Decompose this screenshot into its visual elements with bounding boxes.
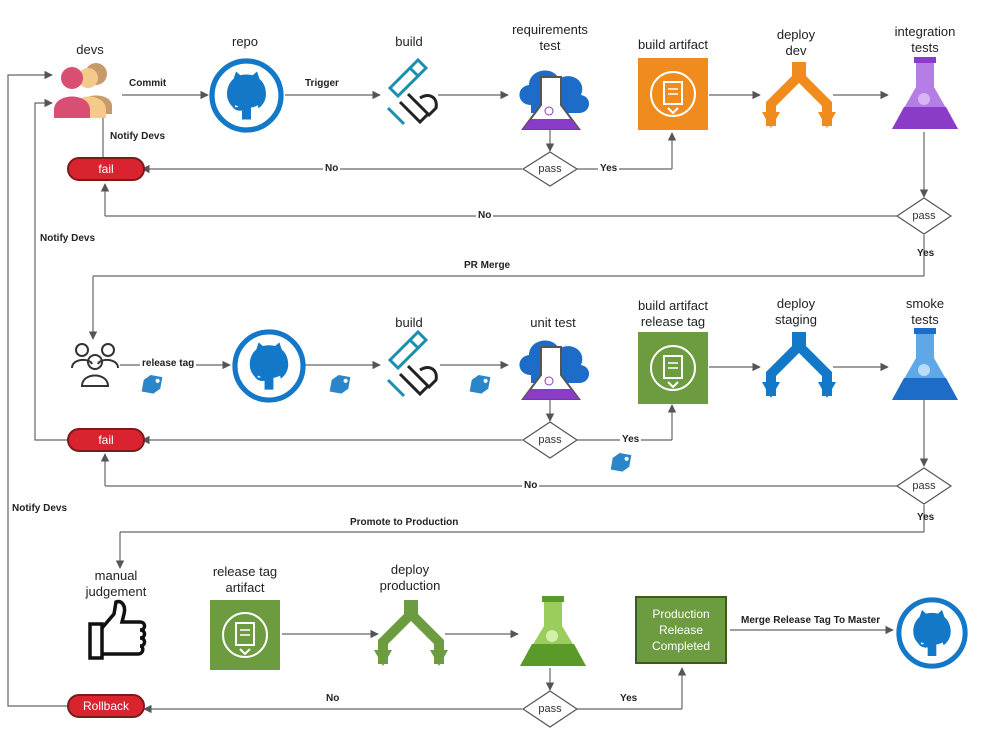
devs-label: devs [76,42,104,57]
requirements-test-line2: test [539,38,561,53]
deploy-production-line1: deploy [390,562,430,577]
no-label: No [476,210,494,222]
thumbs-up-icon [88,599,147,660]
integration-tests-line2: tests [911,40,939,55]
devs-icon [54,63,112,118]
repo-label: repo [231,34,259,49]
deploy-icon [762,62,836,128]
deploy-icon [762,332,836,398]
pass-label: pass [538,703,562,715]
build-tools-icon [386,57,438,126]
promote-label: Promote to Production [348,517,461,529]
pr-merge-label: PR Merge [462,260,513,272]
deploy-dev-line1: deploy [776,27,816,42]
manual-judgement-line1: manual [94,568,138,583]
production-release-box: Production Release Completed [635,596,727,664]
build-label: build [395,315,423,330]
tag-icon [466,374,494,396]
github-repo-icon [899,600,965,666]
build-artifact-label: build artifact [637,37,709,52]
deploy-production-line2: production [379,578,441,593]
artifact-icon [638,58,708,130]
release-tag-artifact-line2: artifact [225,580,265,595]
yes-label: Yes [917,248,935,259]
requirements-test-label: requirements test [500,22,600,54]
release-tag-artifact-line1: release tag [212,564,278,579]
notify-devs-label: Notify Devs [40,233,96,244]
production-release-text: Production Release Completed [651,607,711,653]
decision-diamond [895,197,953,235]
tag-icon [607,452,635,474]
smoke-tests-line1: smoke [905,296,945,311]
row3-edges [143,625,894,714]
requirements-test-line1: requirements [512,22,588,37]
flask-icon [892,57,958,129]
rollback-node: Rollback [67,694,145,718]
yes-label: Yes [620,693,638,704]
integration-tests-line1: integration [894,24,956,39]
commit-label: Commit [129,78,167,89]
release-tag-artifact-label: release tag artifact [200,564,290,596]
flask-icon [519,340,590,400]
smoke-tests-label: smoke tests [895,296,955,328]
yes-label: Yes [620,434,642,446]
pass-label: pass [538,163,562,175]
integration-tests-label: integration tests [880,24,970,56]
github-repo-icon [212,61,281,130]
build-artifact-release-tag-label: build artifact release tag [623,298,723,330]
flask-icon [519,70,590,130]
trigger-label: Trigger [305,78,339,89]
row2-edges [100,360,929,569]
merge-release-label: Merge Release Tag To Master [741,615,881,626]
deploy-production-label: deploy production [370,562,450,594]
build-artifact-release-tag-line1: build artifact [637,298,709,313]
build-artifact-release-tag-line2: release tag [640,314,706,329]
smoke-tests-line2: tests [911,312,939,327]
pass-label: pass [538,434,562,446]
artifact-icon [210,600,280,670]
no-label: No [323,163,341,175]
yes-label: Yes [917,512,935,523]
notify-devs-label: Notify Devs [110,131,166,142]
pass-label: pass [912,210,936,222]
fail-node: fail [67,428,145,452]
flask-icon [520,596,586,666]
deploy-staging-line1: deploy [776,296,816,311]
github-repo-icon [235,332,303,400]
build-label: build [395,34,423,49]
build-tools-icon [386,329,438,398]
artifact-icon [638,332,708,404]
manual-judgement-line2: judgement [85,584,147,599]
deploy-dev-label: deploy dev [766,27,826,59]
decision-diamond [895,467,953,505]
fail-node: fail [67,157,145,181]
pass-label: pass [912,480,936,492]
yes-label: Yes [598,163,620,175]
release-tag-label: release tag [140,358,197,370]
deploy-dev-line2: dev [785,43,807,58]
decision-diamond [521,421,579,459]
no-label: No [326,693,340,704]
flask-icon [892,328,958,400]
notify-devs-label: Notify Devs [12,503,68,514]
decision-diamond [521,151,579,187]
no-label: No [522,480,540,492]
unit-test-label: unit test [530,315,576,330]
tag-icon [326,374,354,396]
decision-diamond [521,690,579,728]
tag-icon [138,374,166,396]
deploy-staging-label: deploy staging [766,296,826,328]
deploy-icon [374,600,448,666]
deploy-staging-line2: staging [775,312,817,327]
manual-judgement-label: manual judgement [76,568,156,600]
row1-edges [7,70,929,707]
devs-outline-icon [71,343,119,387]
